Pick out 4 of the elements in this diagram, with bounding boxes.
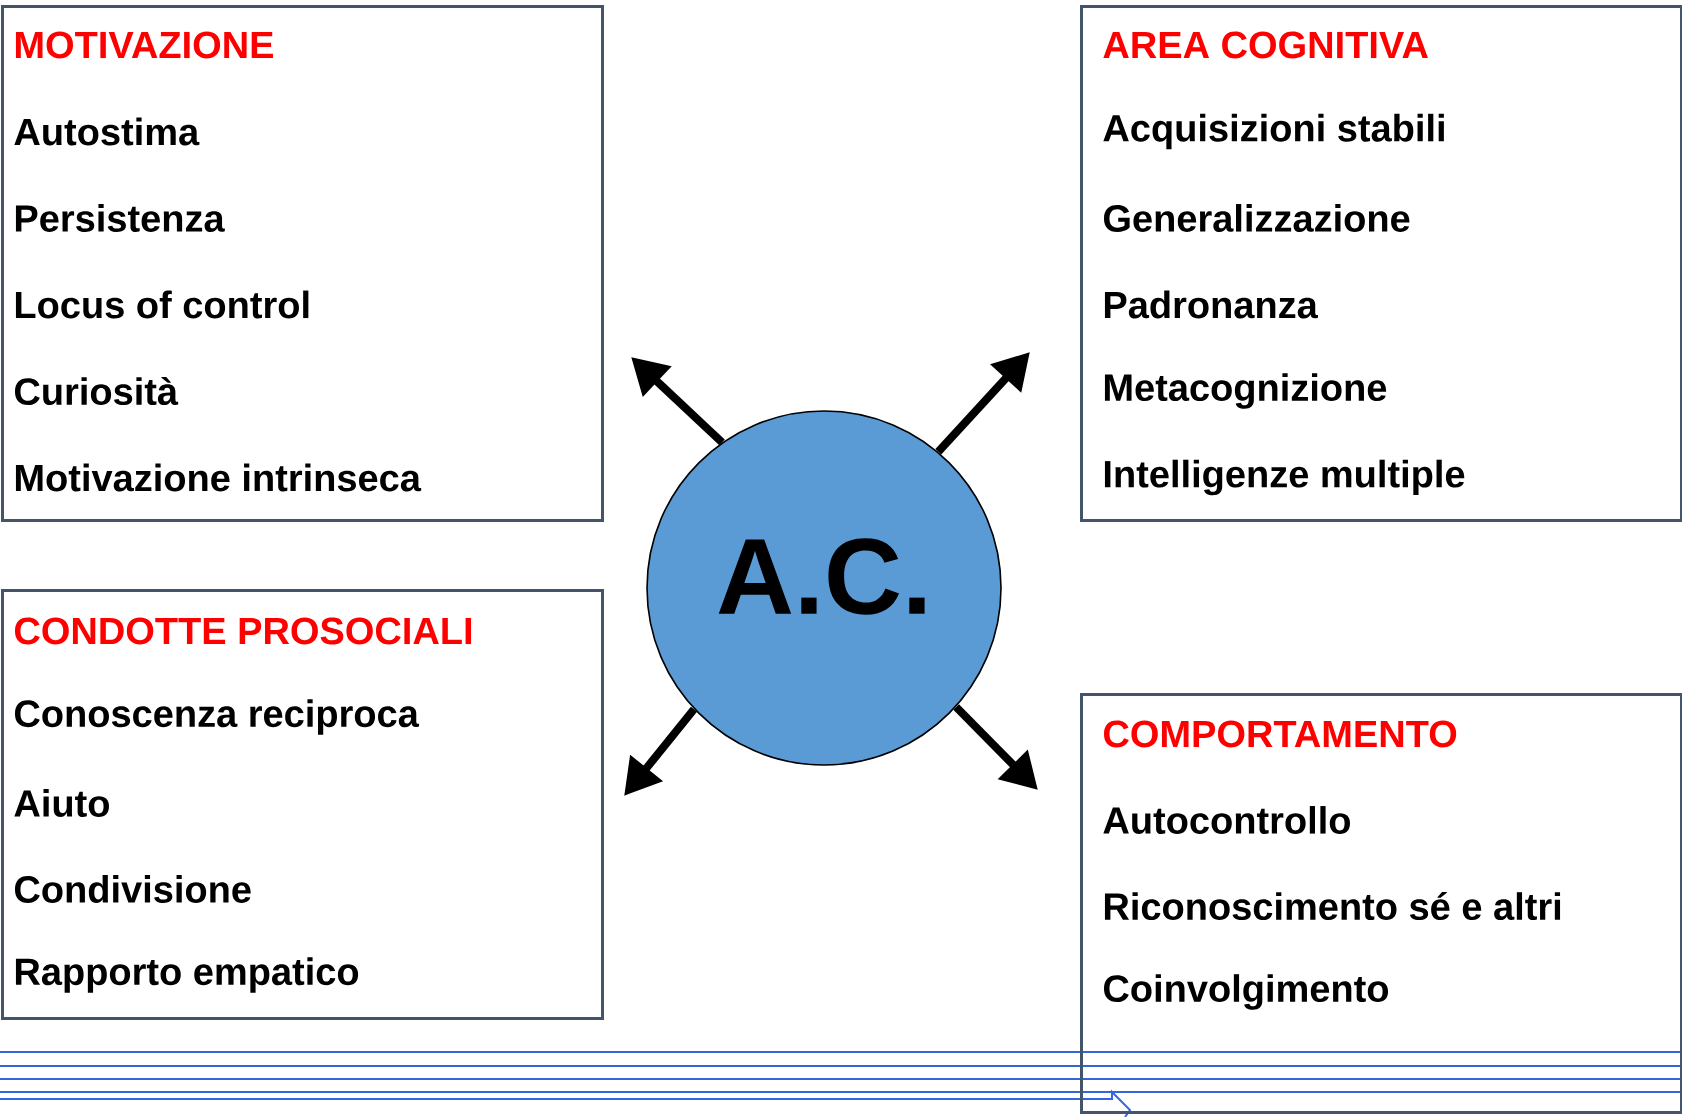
- category-box: MOTIVAZIONE Autostima Persistenza Locus of control Curiosità Motivazione intrinseca: [1, 5, 604, 522]
- category-box: CONDOTTE PROSOCIALI Conoscenza reciproca Aiuto Condivisione Rapporto empatico: [1, 589, 604, 1020]
- category-box: COMPORTAMENTO Autocontrollo Riconoscimento sé e altri Coinvolgimento: [1080, 693, 1682, 1114]
- category-box: AREA COGNITIVA Acquisizioni stabili Generalizzazione Padronanza Metacognizione Intelligenze multiple: [1080, 5, 1682, 522]
